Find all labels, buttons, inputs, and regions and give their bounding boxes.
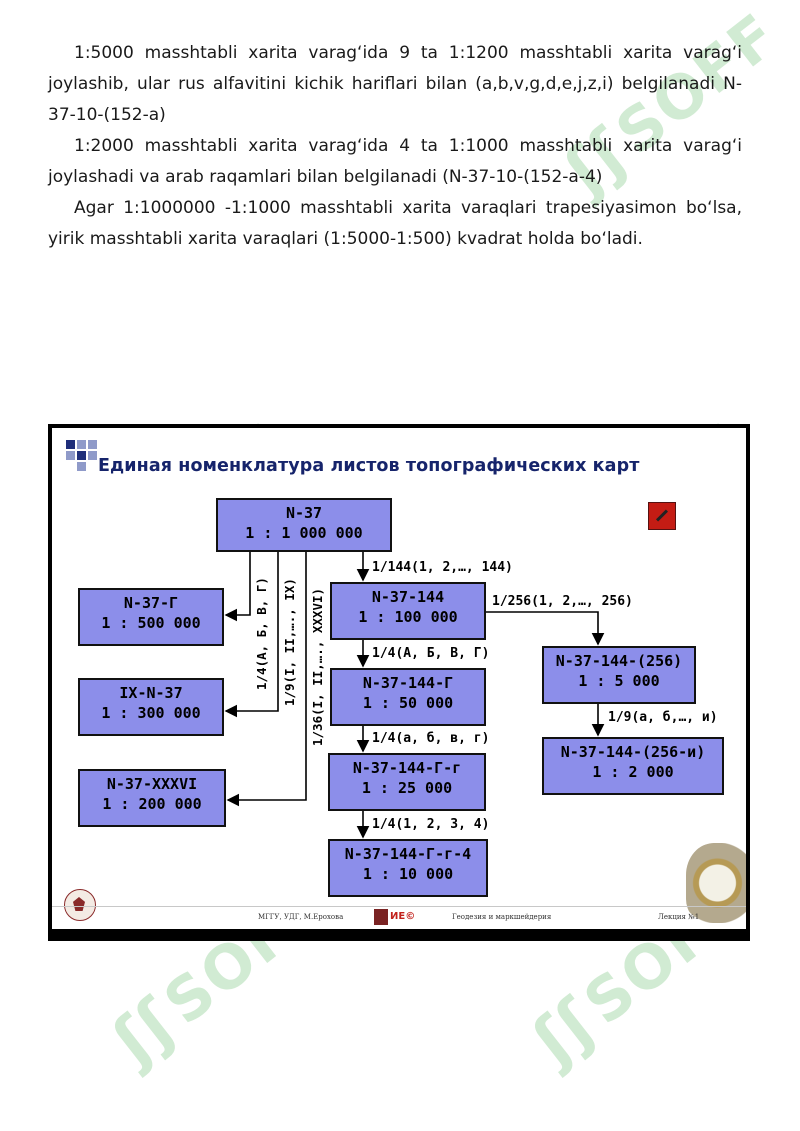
paragraph-2: 1:2000 masshtabli xarita varag‘ida 4 ta … [48,136,742,187]
footer-lecture: Лекция №1 [658,913,700,921]
node-s2000-name: N-37-144-(256-и) [560,743,706,761]
node-xxxvi200-scale: 1 : 200 000 [102,795,202,813]
node-n144-name: N-37-144 [371,588,445,606]
node-g25-name: N-37-144-Г-г [352,759,462,777]
node-s2000-scale: 1 : 2 000 [592,763,674,781]
node-g500: N-37-Г 1 : 500 000 [78,588,224,646]
footer-author: МГГУ, УДГ, М.Ерохова [258,913,344,921]
document-text: 1:5000 masshtabli xarita varag‘ida 9 ta … [48,38,742,255]
connector-n144-to-s5000 [486,611,605,646]
node-ix300: IX-N-37 1 : 300 000 [78,678,224,736]
node-xxxvi200: N-37-XXXVI 1 : 200 000 [78,769,226,827]
slide-title: Единая номенклатура листов топографическ… [98,456,640,476]
label-vertical-div4: 1/4(А, Б, В, Г) [254,577,269,690]
label-div4-lower: 1/4(а, б, в, г) [372,731,490,746]
node-s5000-scale: 1 : 5 000 [578,672,660,690]
university-emblem-icon [64,889,96,921]
connector-root-to-ix300 [224,551,279,718]
node-g500-scale: 1 : 500 000 [101,614,201,632]
slide-footer: МГГУ, УДГ, М.Ерохова ИЕ© Геодезия и марк… [52,906,746,929]
node-ix300-name: IX-N-37 [119,684,183,702]
pen-icon [648,502,676,530]
label-div4-upper: 1/4(А, Б, В, Г) [372,646,490,661]
node-ix300-scale: 1 : 300 000 [101,704,201,722]
node-g25: N-37-144-Г-г 1 : 25 000 [328,753,486,811]
pocket-watch-image [686,843,746,923]
footer-course: Геодезия и маркшейдерия [452,913,552,921]
paragraph-1: 1:5000 masshtabli xarita varag‘ida 9 ta … [48,43,742,125]
node-g50: N-37-144-Г 1 : 50 000 [330,668,486,726]
node-g50-scale: 1 : 50 000 [362,694,454,712]
node-n144-scale: 1 : 100 000 [358,608,458,626]
node-root-name: N-37 [285,504,323,522]
node-g50-name: N-37-144-Г [362,674,454,692]
label-vertical-div36: 1/36(I, II,…., XXXVI) [310,587,325,746]
label-div4-digits: 1/4(1, 2, 3, 4) [372,817,490,832]
node-root-scale: 1 : 1 000 000 [245,524,363,542]
slide-canvas: Единая номенклатура листов топографическ… [52,428,746,929]
label-vertical-div9: 1/9(I, II,…., IX) [282,578,297,706]
watermark-logo-icon: ʃʃ [520,984,611,1079]
footer-seal-icon [374,909,388,925]
label-div144: 1/144(1, 2,…, 144) [372,560,513,575]
node-g500-name: N-37-Г [123,594,179,612]
node-g10-scale: 1 : 10 000 [362,865,454,883]
corner-squares-decoration [66,440,106,474]
node-xxxvi200-name: N-37-XXXVI [106,775,198,793]
node-s2000: N-37-144-(256-и) 1 : 2 000 [542,737,724,795]
label-div9-lower: 1/9(а, б,…, и) [608,710,718,725]
node-s5000: N-37-144-(256) 1 : 5 000 [542,646,696,704]
paragraph-3: Agar 1:1000000 -1:1000 masshtabli xarita… [48,198,742,249]
node-g25-scale: 1 : 25 000 [361,779,453,797]
node-s5000-name: N-37-144-(256) [555,652,683,670]
connector-root-to-g500 [224,551,251,622]
connector-lines [224,551,605,839]
connector-root-to-xxxvi200 [226,551,307,807]
node-root: N-37 1 : 1 000 000 [216,498,392,552]
node-n144: N-37-144 1 : 100 000 [330,582,486,640]
node-g10-name: N-37-144-Г-г-4 [344,845,472,863]
nomenclature-slide: Единая номенклатура листов топографическ… [48,424,750,941]
label-div256: 1/256(1, 2,…, 256) [492,594,633,609]
footer-logo: ИЕ© [390,911,416,922]
watermark-logo-icon: ʃʃ [100,984,191,1079]
node-g10: N-37-144-Г-г-4 1 : 10 000 [328,839,488,897]
